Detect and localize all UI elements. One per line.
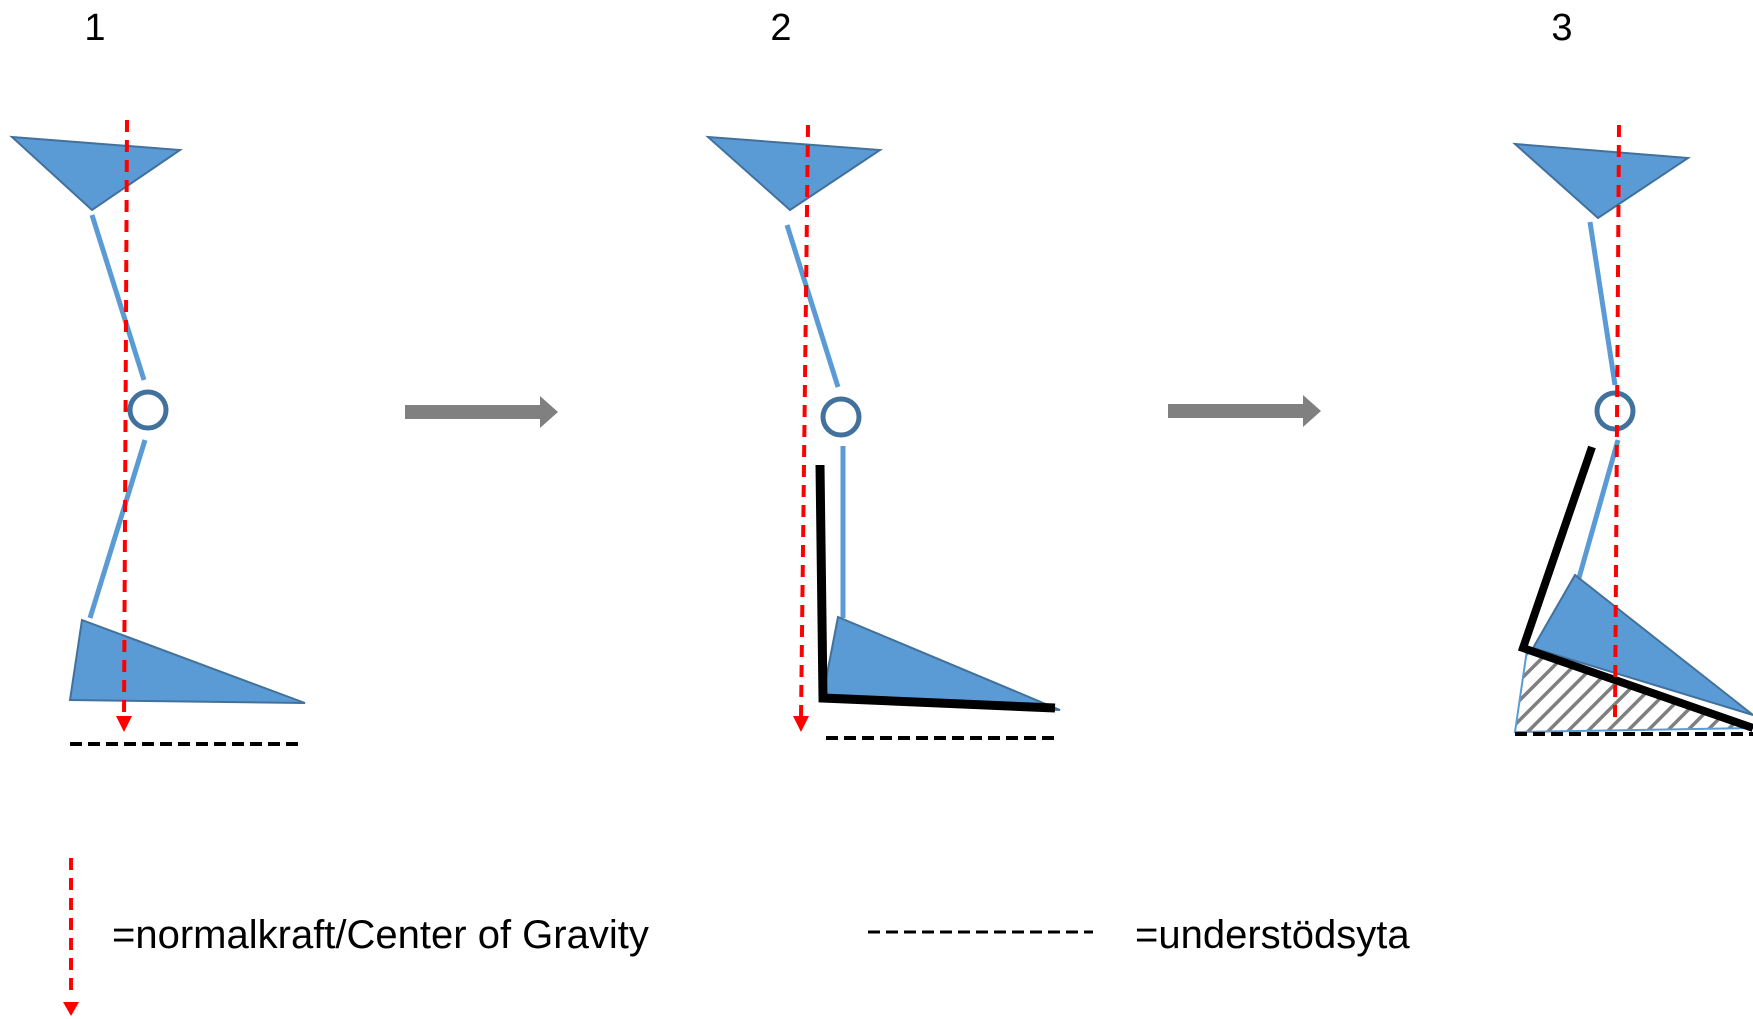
panel-3-figure [1512,124,1753,736]
foot-triangle [68,618,306,704]
gravity-arrowhead [116,716,132,732]
panel-2-figure [705,124,1061,740]
transition-arrow-1 [405,396,558,428]
pelvis-triangle [1512,142,1691,220]
transition-arrow-2 [1168,395,1321,427]
gravity-line [122,119,129,719]
knee-joint [127,389,169,431]
brace-orthosis [815,464,1056,713]
panel-1-figure [9,119,306,746]
knee-joint [1594,390,1636,432]
thigh-segment [1587,221,1618,386]
knee-joint [820,396,862,438]
gravity-line [799,124,810,719]
shank-segment [87,439,148,619]
thigh-segment [89,214,147,381]
panel-3-label: 3 [1551,7,1572,49]
foot-triangle [1531,573,1753,716]
brace-orthosis [1517,445,1753,732]
legend-gravity-text: =normalkraft/Center of Gravity [112,913,649,957]
legend-gravity-arrowhead [63,1002,79,1016]
legend: =normalkraft/Center of Gravity =understö… [63,858,1410,1016]
panel-2-label: 2 [770,7,791,49]
legend-support-text: =understödsyta [1135,913,1410,957]
thigh-segment [784,224,841,388]
pelvis-triangle [9,135,183,212]
gravity-arrowhead [793,716,809,732]
pelvis-triangle [705,135,883,212]
panel-1-label: 1 [84,7,105,49]
